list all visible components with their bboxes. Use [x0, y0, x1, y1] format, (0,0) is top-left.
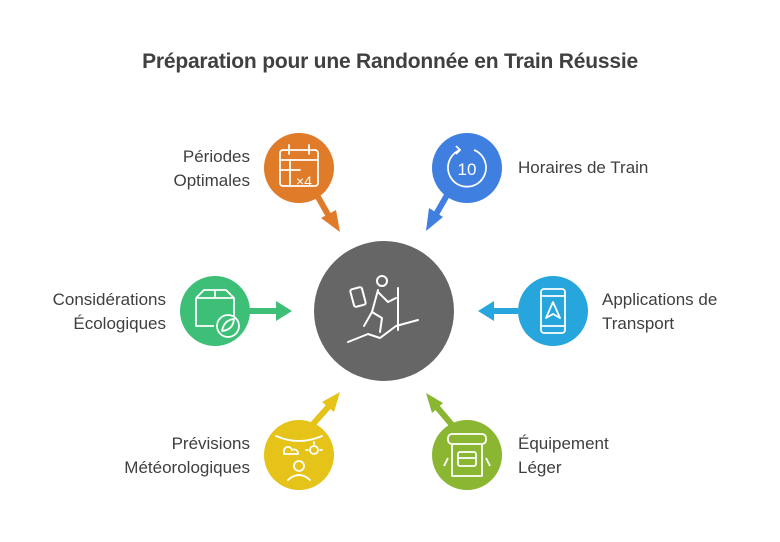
arrow-apps	[478, 301, 518, 321]
label-line: Transport	[602, 314, 675, 333]
label-gear: Équipement Léger	[518, 432, 609, 480]
hiker-icon	[347, 275, 419, 343]
calendar-icon: ×4	[279, 144, 319, 189]
label-periods: Périodes Optimales	[173, 145, 250, 193]
label-line: Optimales	[173, 171, 250, 190]
weather-sun-cloud-icon	[275, 435, 323, 481]
label-line: Horaires de Train	[518, 158, 649, 177]
timer-10-icon: 10	[447, 145, 487, 188]
node-weather	[264, 420, 334, 490]
node-schedules: 10	[432, 133, 502, 203]
label-line: Léger	[518, 458, 562, 477]
center-node	[314, 241, 454, 381]
label-line: Écologiques	[73, 314, 166, 333]
label-schedules: Horaires de Train	[518, 156, 648, 180]
label-weather: Prévisions Météorologiques	[124, 432, 250, 480]
label-line: Applications de	[602, 290, 718, 309]
label-line: Considérations	[52, 290, 166, 309]
svg-text:×4: ×4	[296, 173, 312, 189]
label-line: Périodes	[182, 147, 250, 166]
arrow-ecology	[246, 301, 292, 321]
smartphone-navigation-icon	[540, 288, 566, 334]
node-ecology	[180, 276, 250, 346]
label-line: Prévisions	[171, 434, 250, 453]
diagram-title: Préparation pour une Randonnée en Train …	[142, 50, 638, 73]
node-periods: ×4	[264, 133, 334, 203]
node-apps	[518, 276, 588, 346]
eco-package-leaf-icon	[195, 289, 240, 338]
label-line: Équipement	[518, 434, 609, 453]
label-line: Météorologiques	[124, 458, 250, 477]
svg-text:10: 10	[458, 160, 477, 179]
label-apps: Applications de Transport	[602, 288, 717, 336]
label-ecology: Considérations Écologiques	[53, 288, 166, 336]
backpack-icon	[443, 433, 491, 477]
node-gear	[432, 420, 502, 490]
